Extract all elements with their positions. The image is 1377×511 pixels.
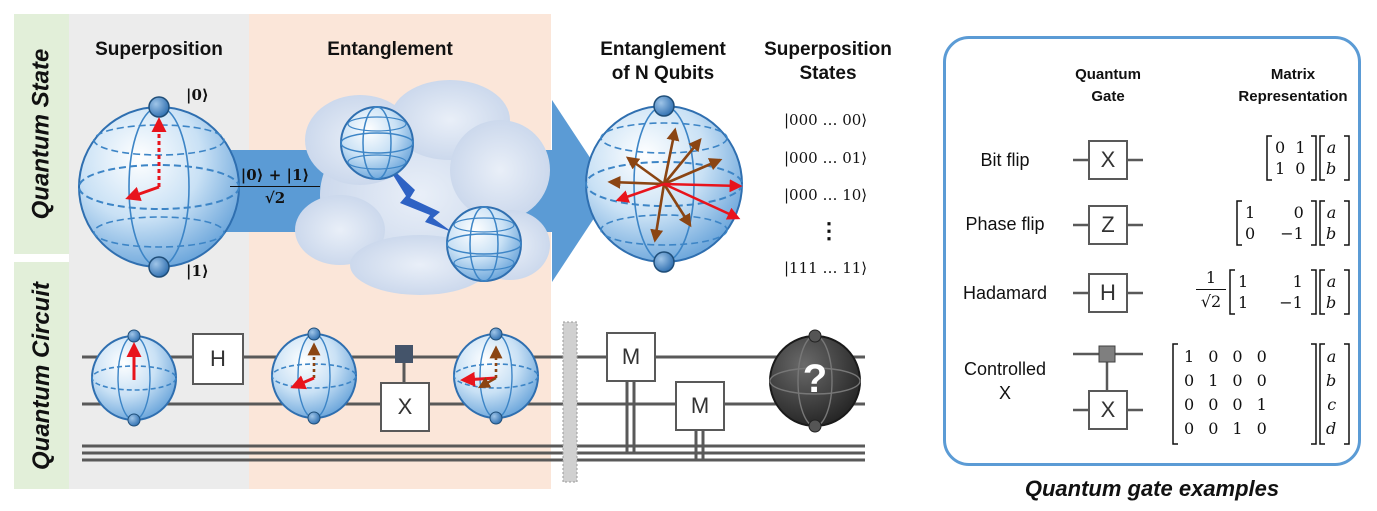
matrix-brackets: [1172, 135, 1350, 445]
formula-denominator: √2: [264, 189, 286, 207]
panel-gate-wires: [1073, 158, 1143, 412]
measure-gate-2: M: [675, 381, 725, 431]
superposition-states-line-2: States: [799, 63, 857, 84]
superposition-formula: |0⟩ + |1⟩ √2: [230, 166, 320, 207]
column-gate-line-2: Gate: [1091, 88, 1125, 105]
gate-name-phase-flip: Phase flip: [965, 214, 1045, 234]
circuit-sphere-2: [271, 327, 357, 425]
unknown-sphere: [769, 329, 861, 433]
panel-z-gate: Z: [1088, 205, 1128, 245]
panel-cnot-control: [1098, 345, 1116, 363]
n-qubit-sphere: [585, 95, 743, 273]
panel-h-gate: H: [1088, 273, 1128, 313]
gate-examples-panel: [943, 36, 1361, 466]
entangled-sphere-b: [446, 206, 522, 282]
controlled-x-line-1: Controlled: [963, 359, 1047, 379]
gate-name-hadamard: Hadamard: [962, 283, 1048, 303]
state-band: [14, 14, 69, 254]
hadamard-prefix-num: 1: [1196, 267, 1226, 290]
ket-one: |1⟩: [186, 262, 209, 280]
ket-zero: |0⟩: [186, 86, 209, 104]
lightning-bolt: [385, 162, 452, 232]
state-last: |111 … 11⟩: [784, 259, 868, 277]
entanglement-n-line-1: Entanglement: [600, 39, 726, 60]
state-1: |000 … 01⟩: [784, 149, 868, 167]
entanglement-n-heading: Entanglement of N Qubits: [578, 38, 748, 86]
formula-numerator: |0⟩ + |1⟩: [230, 166, 320, 187]
superposition-sphere: [78, 96, 240, 278]
hadamard-gate: H: [192, 333, 244, 385]
column-matrix-line-2: Representation: [1238, 88, 1348, 105]
state-2: |000 … 10⟩: [784, 186, 868, 204]
panel-x-gate: X: [1088, 140, 1128, 180]
vector-controlled-x: a b c d: [1326, 347, 1337, 438]
unknown-mark: ?: [802, 357, 828, 401]
entangled-sphere-a: [340, 106, 414, 180]
controlled-x-line-2: X: [998, 383, 1011, 403]
circuit-sphere-1: [91, 329, 177, 427]
gate-name-controlled-x: Controlled X: [950, 357, 1060, 405]
state-0: |000 … 00⟩: [784, 111, 868, 129]
entanglement-heading: Entanglement: [327, 39, 453, 60]
measurement-lines: [625, 380, 705, 460]
state-ellipsis: ⋮: [818, 218, 840, 244]
circuit-band: [14, 262, 69, 489]
hadamard-prefix: 1 √2: [1196, 267, 1226, 314]
superposition-heading: Superposition: [95, 39, 223, 60]
column-quantum-gate: Quantum Gate: [1060, 64, 1156, 108]
measurement-barrier: [562, 321, 578, 483]
cnot-target-gate: X: [380, 382, 430, 432]
hadamard-prefix-den: √2: [1200, 292, 1222, 311]
column-gate-line-1: Quantum: [1075, 66, 1141, 83]
panel-cx-target-gate: X: [1088, 390, 1128, 430]
superposition-states-heading: Superposition States: [748, 38, 908, 86]
cnot-control: [395, 345, 413, 384]
column-matrix-line-1: Matrix: [1270, 66, 1316, 83]
panel-caption: Quantum gate examples: [1024, 476, 1280, 501]
entanglement-n-line-2: of N Qubits: [611, 63, 715, 84]
column-matrix-representation: Matrix Representation: [1228, 64, 1358, 108]
superposition-states-line-1: Superposition: [764, 39, 892, 60]
circuit-sphere-3: [453, 327, 539, 425]
gate-name-bit-flip: Bit flip: [980, 150, 1030, 170]
measure-gate-1: M: [606, 332, 656, 382]
